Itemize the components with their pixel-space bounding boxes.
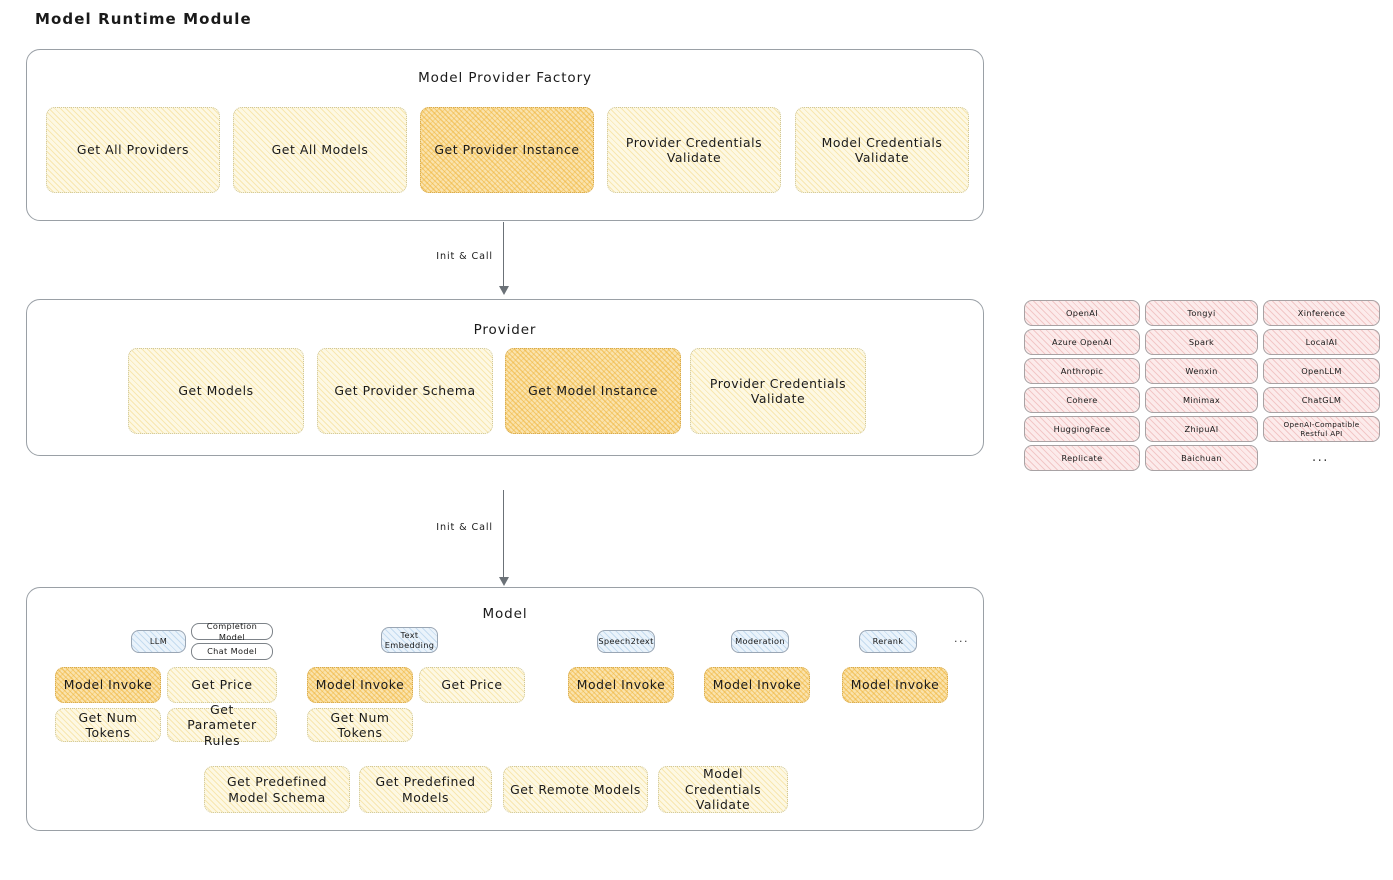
node-get-all-providers[interactable]: Get All Providers [46,107,220,193]
provider-chip-spark[interactable]: Spark [1145,329,1258,355]
provider-chip-replicate[interactable]: Replicate [1024,445,1140,471]
provider-chip-baichuan[interactable]: Baichuan [1145,445,1258,471]
provider-chip-wenxin[interactable]: Wenxin [1145,358,1258,384]
node-provider-credentials-validate[interactable]: Provider Credentials Validate [607,107,781,193]
node-text-embedding-model-invoke[interactable]: Model Invoke [307,667,413,703]
model-panel: Model LLM Completion Model Chat Model Mo… [26,587,984,831]
node-llm-get-parameter-rules[interactable]: Get Parameter Rules [167,702,277,748]
model-type-rerank[interactable]: Rerank [859,630,917,653]
provider-list-more: ... [1312,450,1329,465]
node-get-model-instance[interactable]: Get Model Instance [505,348,681,434]
node-get-predefined-models[interactable]: Get Predefined Models [359,766,492,813]
model-type-speech2text[interactable]: Speech2text [597,630,655,653]
node-get-provider-instance[interactable]: Get Provider Instance [420,107,594,193]
model-provider-factory-panel: Model Provider Factory Get All Providers… [26,49,984,221]
node-provider-credentials-validate-2[interactable]: Provider Credentials Validate [690,348,866,434]
model-types-more: ... [954,632,969,645]
provider-list: OpenAI Azure OpenAI Anthropic Cohere Hug… [1024,300,1380,475]
model-title: Model [482,606,528,622]
model-variant-completion-model[interactable]: Completion Model [191,621,273,642]
provider-title: Provider [473,322,537,338]
node-speech2text-model-invoke[interactable]: Model Invoke [568,667,674,703]
node-llm-model-invoke[interactable]: Model Invoke [55,667,161,703]
model-provider-factory-title: Model Provider Factory [418,70,592,86]
node-get-provider-schema[interactable]: Get Provider Schema [317,348,493,434]
model-variant-chat-model[interactable]: Chat Model [191,643,273,660]
node-text-embedding-get-price[interactable]: Get Price [419,667,525,703]
provider-chip-chatglm[interactable]: ChatGLM [1263,387,1380,413]
provider-chip-cohere[interactable]: Cohere [1024,387,1140,413]
node-model-credentials-validate[interactable]: Model Credentials Validate [795,107,969,193]
node-llm-get-price[interactable]: Get Price [167,667,277,703]
provider-chip-openai-compatible-restful-api[interactable]: OpenAI-Compatible Restful API [1263,416,1380,442]
arrow-label-init-and-call-1: Init & Call [436,251,500,262]
provider-chip-openai[interactable]: OpenAI [1024,300,1140,326]
provider-chip-xinference[interactable]: Xinference [1263,300,1380,326]
provider-chip-minimax[interactable]: Minimax [1145,387,1258,413]
page-title: Model Runtime Module [35,10,252,28]
node-get-predefined-model-schema[interactable]: Get Predefined Model Schema [204,766,350,813]
provider-panel: Provider Get Models Get Provider Schema … [26,299,984,456]
provider-chip-anthropic[interactable]: Anthropic [1024,358,1140,384]
node-get-remote-models[interactable]: Get Remote Models [503,766,648,813]
provider-chip-openllm[interactable]: OpenLLM [1263,358,1380,384]
provider-chip-tongyi[interactable]: Tongyi [1145,300,1258,326]
node-model-credentials-validate-2[interactable]: Model Credentials Validate [658,766,788,813]
model-type-text-embedding[interactable]: Text Embedding [381,627,438,653]
node-llm-get-num-tokens[interactable]: Get Num Tokens [55,708,161,742]
model-type-llm[interactable]: LLM [131,630,186,653]
provider-chip-huggingface[interactable]: HuggingFace [1024,416,1140,442]
arrow-label-init-and-call-2: Init & Call [436,522,500,533]
node-get-models[interactable]: Get Models [128,348,304,434]
node-get-all-models[interactable]: Get All Models [233,107,407,193]
model-type-moderation[interactable]: Moderation [731,630,789,653]
node-rerank-model-invoke[interactable]: Model Invoke [842,667,948,703]
node-text-embedding-get-num-tokens[interactable]: Get Num Tokens [307,708,413,742]
provider-chip-localai[interactable]: LocalAI [1263,329,1380,355]
provider-chip-azure-openai[interactable]: Azure OpenAI [1024,329,1140,355]
node-moderation-model-invoke[interactable]: Model Invoke [704,667,810,703]
provider-chip-zhipuai[interactable]: ZhipuAI [1145,416,1258,442]
